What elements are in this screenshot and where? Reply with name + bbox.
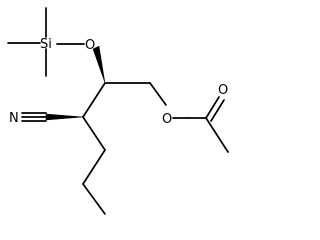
atom-label-oxygen-carbonyl: O [218, 83, 228, 98]
bond-c2-c3 [82, 82, 106, 118]
atom-label-nitrogen: N [9, 111, 19, 126]
wedge-bond-c2-o [92, 45, 106, 84]
atom-label-silicon: Si [40, 37, 52, 52]
bond-ch2-o-ester [149, 82, 167, 106]
bond-carbonyl-double-2 [210, 99, 225, 122]
bond-propyl-2 [82, 149, 106, 185]
bond-acetyl-methyl [205, 117, 229, 153]
structure-svg: Si O O O N [7, 7, 229, 215]
wedge-bond-c3-cn [45, 113, 84, 121]
bond-propyl-1 [82, 116, 106, 151]
atom-label-oxygen-ester: O [162, 112, 172, 127]
molecule-diagram: Si O O O N [7, 7, 229, 215]
bond-propyl-3 [82, 183, 106, 215]
bond-carbonyl-double-1 [205, 96, 220, 119]
atom-label-oxygen-ether: O [85, 38, 95, 53]
